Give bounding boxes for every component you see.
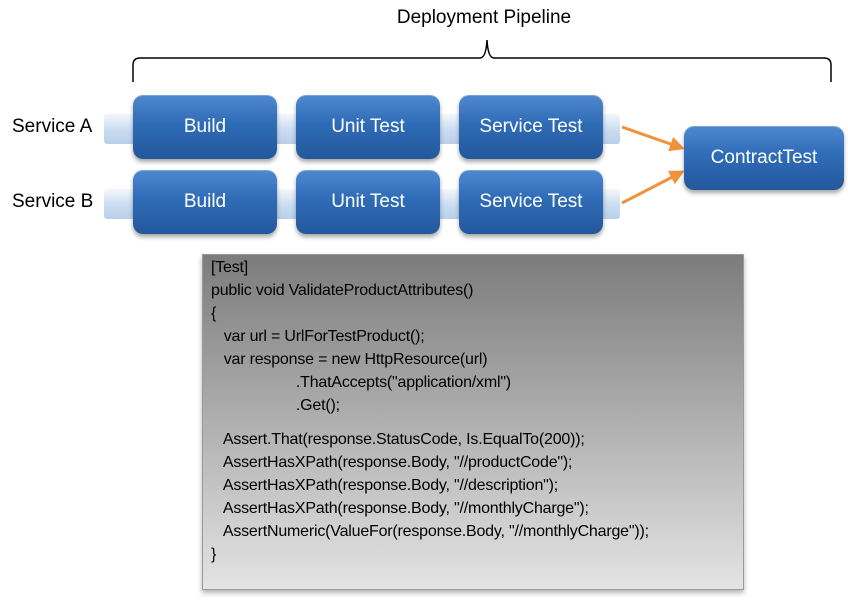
pipeline-title: Deployment Pipeline	[396, 7, 572, 28]
stage-service-test-a: Service Test	[459, 95, 603, 159]
code-line: AssertHasXPath(response.Body, "//product…	[211, 454, 573, 471]
row-label-service-b: Service B	[12, 191, 94, 212]
code-line: AssertNumeric(ValueFor(response.Body, "/…	[211, 523, 649, 540]
code-line: Assert.That(response.StatusCode, Is.Equa…	[211, 431, 585, 448]
code-line: var response = new HttpResource(url)	[211, 351, 488, 368]
arrow-b-to-contract	[621, 170, 685, 205]
contract-test-box: ContractTest	[684, 126, 844, 190]
connector-arrows	[621, 125, 685, 205]
code-panel: [Test] public void ValidateProductAttrib…	[202, 254, 744, 590]
stage-build-a: Build	[133, 95, 277, 159]
stage-unit-test-a: Unit Test	[296, 95, 440, 159]
stage-service-test-b: Service Test	[459, 170, 603, 234]
stage-unit-test-b: Unit Test	[296, 170, 440, 234]
code-line: var url = UrlForTestProduct();	[211, 328, 425, 345]
code-line: .Get();	[211, 397, 340, 414]
code-line: .ThatAccepts("application/xml")	[211, 374, 511, 391]
row-label-service-a: Service A	[12, 116, 93, 137]
stage-build-b: Build	[133, 170, 277, 234]
code-line: AssertHasXPath(response.Body, "//descrip…	[211, 477, 559, 494]
code-line: public void ValidateProductAttributes()	[211, 282, 474, 299]
pipeline-brace	[132, 39, 832, 82]
code-line: [Test]	[211, 259, 249, 276]
code-line: {	[211, 305, 217, 322]
arrow-a-to-contract	[621, 125, 685, 152]
code-line: AssertHasXPath(response.Body, "//monthly…	[211, 500, 589, 517]
code-line: }	[211, 546, 217, 563]
